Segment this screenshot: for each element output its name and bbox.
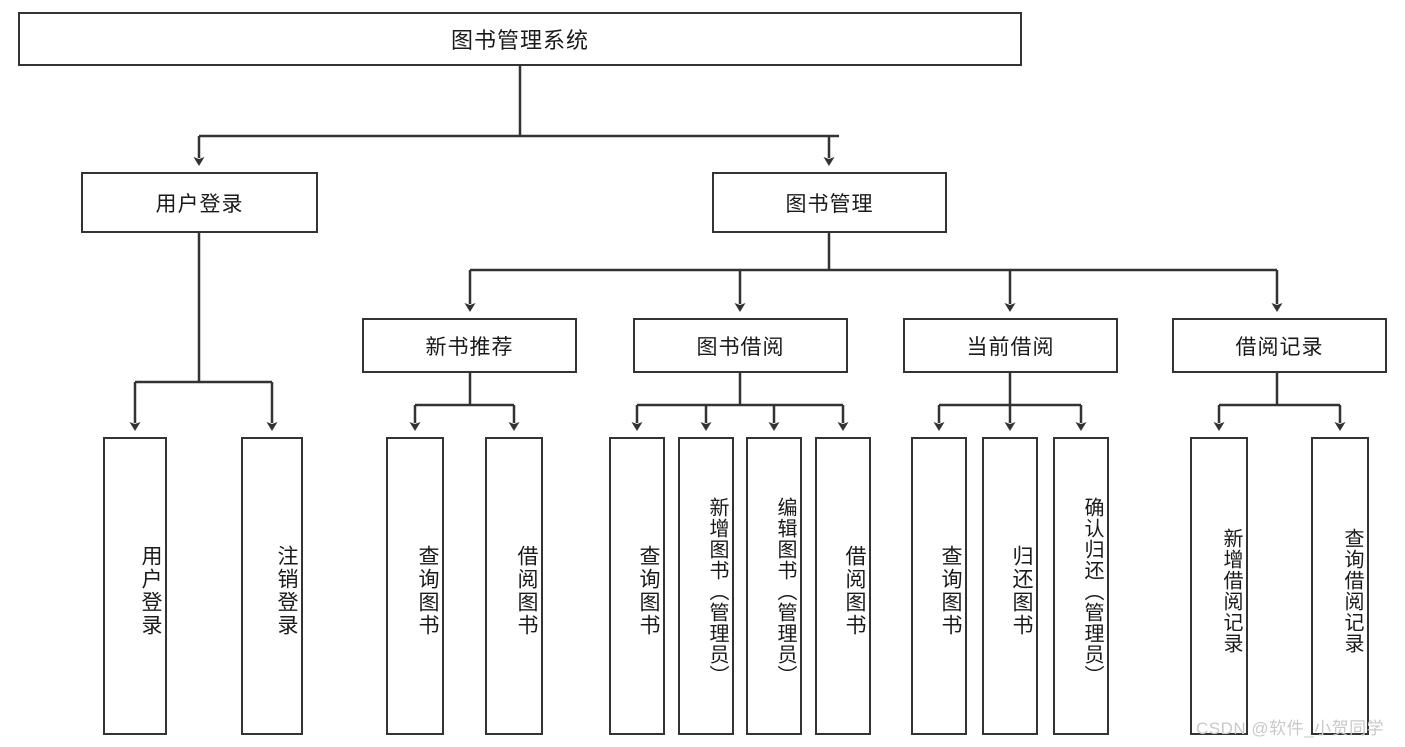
watermark: CSDN @软件_小贺同学 [1196,719,1385,738]
node-level3[interactable]: 借阅记录 [1172,318,1387,373]
node-level2[interactable]: 用户登录 [81,172,318,233]
node-leaf[interactable]: 借阅图书 [485,437,543,735]
node-leaf[interactable]: 确认归还（管理员） [1053,437,1109,735]
node-leaf[interactable]: 新增图书（管理员） [678,437,734,735]
node-leaf[interactable]: 新增借阅记录 [1190,437,1248,735]
node-leaf[interactable]: 归还图书 [982,437,1038,735]
node-level3[interactable]: 当前借阅 [903,318,1118,373]
node-level3[interactable]: 新书推荐 [362,318,577,373]
node-level2[interactable]: 图书管理 [712,172,947,233]
node-leaf[interactable]: 用户登录 [103,437,167,735]
node-leaf[interactable]: 查询图书 [386,437,444,735]
node-root[interactable]: 图书管理系统 [18,12,1022,66]
node-leaf[interactable]: 查询图书 [609,437,665,735]
node-leaf[interactable]: 借阅图书 [815,437,871,735]
node-level3[interactable]: 图书借阅 [633,318,848,373]
node-leaf[interactable]: 查询图书 [911,437,967,735]
node-leaf[interactable]: 查询借阅记录 [1311,437,1369,735]
node-leaf[interactable]: 注销登录 [241,437,303,735]
node-leaf[interactable]: 编辑图书（管理员） [746,437,802,735]
